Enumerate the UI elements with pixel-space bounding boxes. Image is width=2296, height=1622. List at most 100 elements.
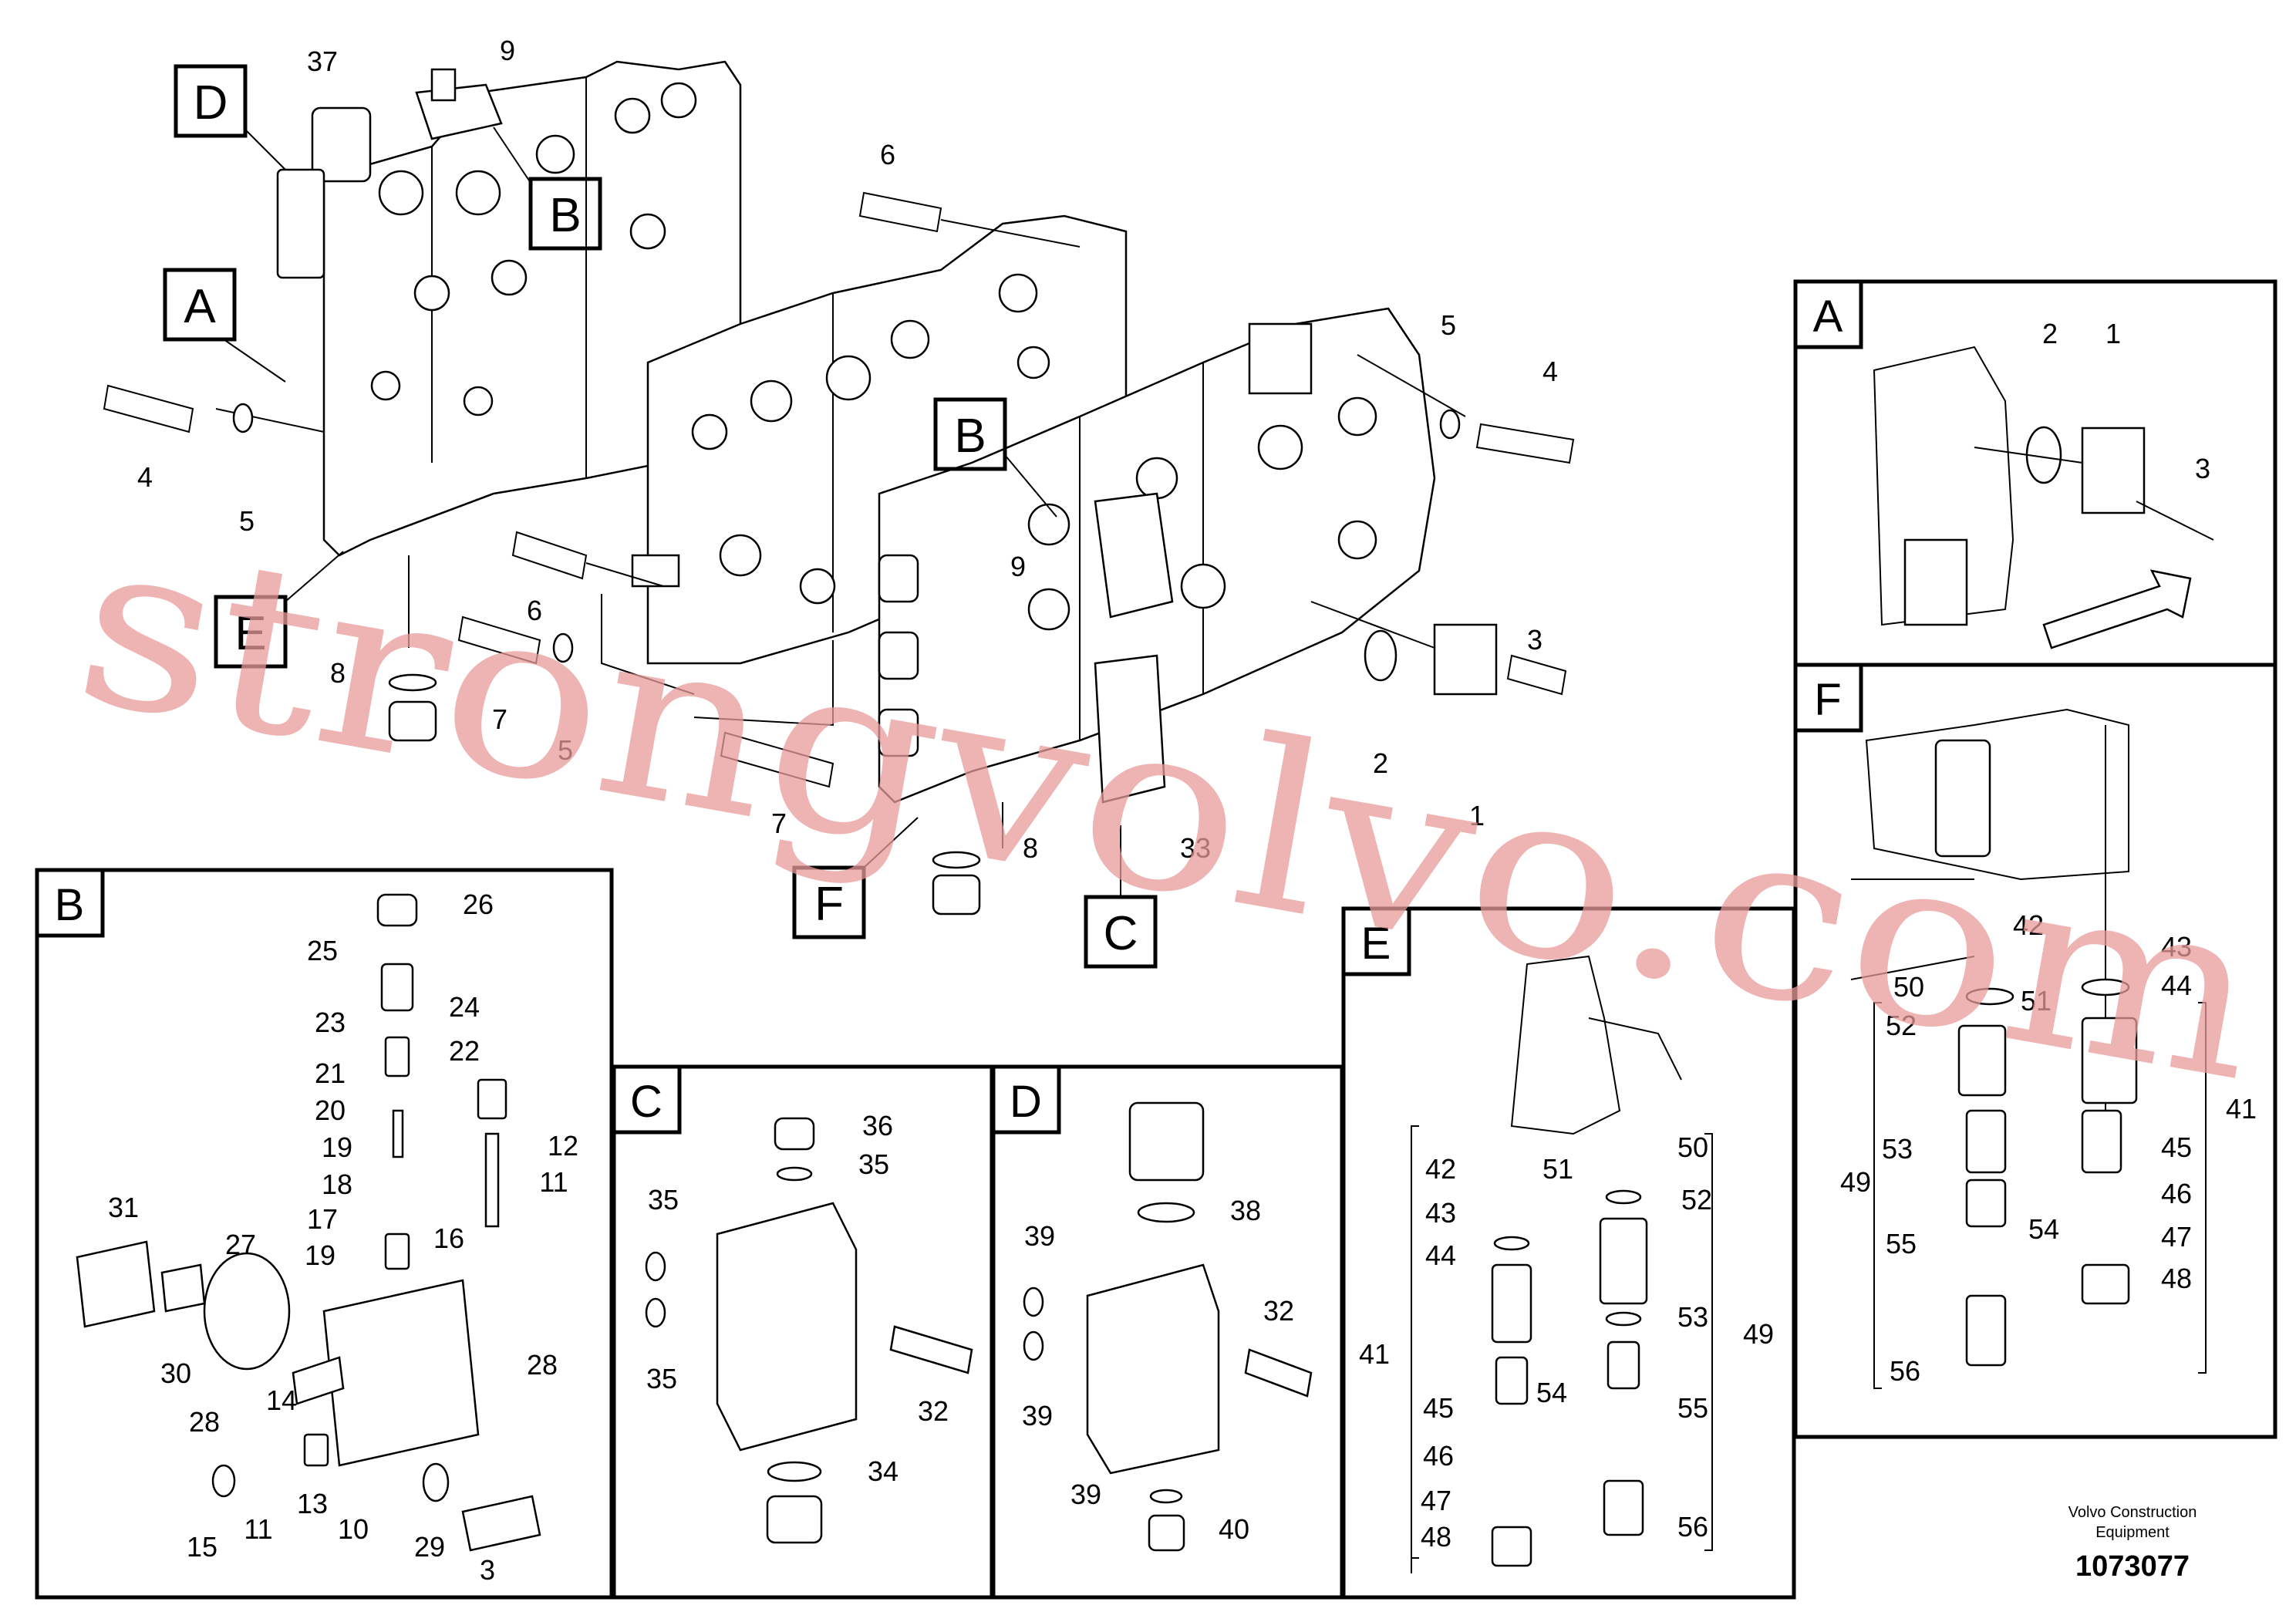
svg-text:29: 29 [414,1531,445,1563]
label-3: 3 [1527,624,1542,656]
svg-text:C: C [630,1077,663,1127]
svg-text:46: 46 [1423,1440,1454,1472]
view-f-label-51: 51 [2021,985,2052,1017]
svg-text:55: 55 [1677,1392,1708,1424]
callout-f-main: F [792,817,919,939]
svg-text:39: 39 [1022,1400,1053,1431]
main-callout-boxes: D B A E B F C [163,64,1158,969]
detail-view-e: E 50 42 51 52 43 44 53 49 41 54 55 45 46… [1341,906,1796,1600]
svg-text:50: 50 [1677,1131,1708,1163]
svg-text:56: 56 [1677,1511,1708,1543]
view-f-label-47: 47 [2161,1221,2192,1253]
view-f-label-42: 42 [2013,909,2044,941]
callout-b-main-front: B [933,397,1057,518]
svg-text:34: 34 [868,1455,899,1487]
svg-text:49: 49 [1743,1318,1774,1350]
svg-text:43: 43 [1425,1197,1456,1229]
label-6b: 6 [527,595,542,626]
svg-text:22: 22 [449,1035,480,1067]
svg-text:30: 30 [160,1357,191,1389]
svg-text:B: B [954,410,986,463]
svg-text:11: 11 [539,1166,568,1198]
view-f-label-44: 44 [2161,969,2192,1001]
svg-text:35: 35 [648,1184,679,1216]
label-4b: 4 [1542,356,1558,387]
svg-text:D: D [1010,1077,1042,1127]
svg-text:D: D [194,76,228,130]
callout-e-main: E [214,551,344,669]
view-f-label-56: 56 [1890,1355,1920,1387]
svg-text:B: B [55,880,85,930]
view-f-label-50: 50 [1893,971,1924,1003]
svg-text:47: 47 [1421,1485,1451,1516]
svg-text:E: E [1361,919,1391,969]
svg-text:23: 23 [315,1007,346,1038]
svg-text:39: 39 [1024,1220,1055,1252]
svg-text:20: 20 [315,1094,346,1126]
main-part-labels: 37 9 6 4 5 8 6 7 5 7 9 33 8 5 4 3 2 1 [137,35,1558,864]
label-8: 8 [330,657,346,689]
svg-text:19: 19 [305,1239,335,1271]
svg-text:C: C [1104,907,1138,960]
callout-c-main: C [1084,825,1158,969]
svg-text:52: 52 [1681,1184,1712,1216]
svg-text:16: 16 [433,1222,464,1254]
label-1: 1 [1469,800,1485,831]
svg-text:B: B [549,189,581,242]
view-f-label-45: 45 [2161,1131,2192,1163]
svg-text:36: 36 [862,1110,893,1141]
view-f-label-52: 52 [1886,1010,1917,1041]
view-a-label-2: 2 [2042,318,2058,349]
label-7b: 7 [771,808,787,839]
svg-text:15: 15 [187,1531,217,1563]
label-8b: 8 [1023,832,1038,864]
svg-text:19: 19 [322,1131,352,1163]
svg-text:28: 28 [189,1406,220,1438]
view-f-label-53: 53 [1882,1133,1913,1165]
svg-text:45: 45 [1423,1392,1454,1424]
label-6: 6 [880,139,895,170]
svg-text:35: 35 [858,1148,889,1180]
svg-text:51: 51 [1542,1153,1573,1185]
svg-text:39: 39 [1070,1479,1101,1510]
label-5b: 5 [558,734,573,766]
svg-text:26: 26 [463,889,494,920]
svg-text:F: F [814,878,844,931]
svg-text:A: A [1813,292,1843,342]
label-7: 7 [492,703,507,735]
view-f-label-54: 54 [2028,1213,2059,1245]
svg-text:44: 44 [1425,1239,1456,1271]
view-f-label-49: 49 [1840,1166,1871,1198]
view-a-label-3: 3 [2195,453,2210,484]
svg-text:40: 40 [1219,1513,1249,1545]
view-a-label-1: 1 [2106,318,2121,349]
svg-text:14: 14 [266,1384,297,1416]
company-name-line1: Volvo Construction [2068,1504,2197,1521]
view-f-label-41: 41 [2226,1093,2257,1125]
label-9: 9 [500,35,515,66]
svg-text:18: 18 [322,1168,352,1200]
svg-text:38: 38 [1230,1195,1261,1226]
svg-text:F: F [1814,675,1841,725]
svg-text:13: 13 [297,1488,328,1519]
view-f-label-43: 43 [2161,931,2192,963]
label-33: 33 [1180,832,1211,864]
svg-text:A: A [184,280,216,333]
figure-number: 1073077 [2075,1550,2190,1583]
svg-text:53: 53 [1677,1301,1708,1333]
detail-view-f: F 42 43 44 50 51 52 41 53 45 49 46 54 47… [1793,663,2277,1439]
svg-text:E: E [234,607,266,660]
view-f-label-55: 55 [1886,1228,1917,1259]
svg-text:12: 12 [548,1130,578,1162]
detail-view-a: A 2 1 3 [1793,279,2277,667]
svg-text:3: 3 [480,1554,495,1586]
svg-text:32: 32 [1263,1295,1294,1327]
svg-text:42: 42 [1425,1153,1456,1185]
svg-text:54: 54 [1536,1377,1567,1408]
svg-text:24: 24 [449,991,480,1023]
svg-text:11: 11 [244,1513,272,1545]
figure-caption: Volvo Construction Equipment 1073077 [2068,1504,2197,1583]
detail-view-c: C 36 35 35 35 32 34 [612,1064,994,1600]
svg-text:48: 48 [1421,1521,1451,1553]
